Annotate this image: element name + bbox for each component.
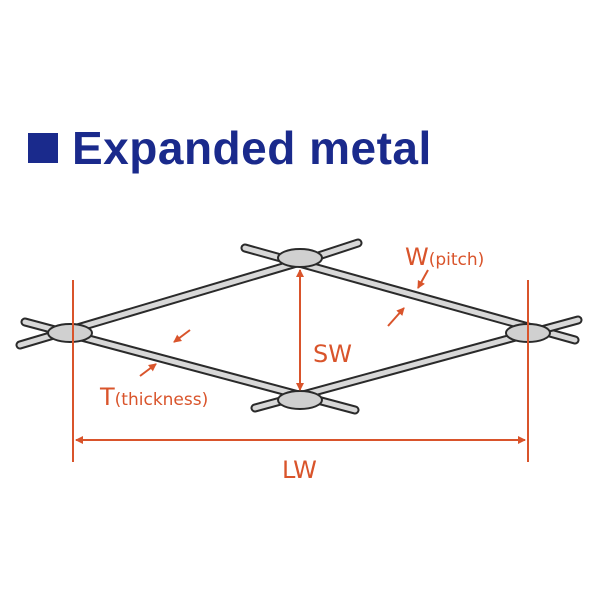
thickness-dimension: T(thickness) <box>99 329 208 411</box>
pitch-dimension: W(pitch) <box>387 243 484 327</box>
node-left <box>47 323 93 343</box>
square-bullet-icon <box>28 133 58 163</box>
lw-label: LW <box>282 456 317 484</box>
pitch-label: W(pitch) <box>405 243 484 271</box>
pitch-symbol: W <box>405 243 429 271</box>
pitch-arrow-outer <box>417 269 429 289</box>
thickness-arrow-outer <box>173 329 191 343</box>
sw-dimension: SW <box>296 269 352 391</box>
thickness-arrow-inner <box>139 363 157 377</box>
node-bottom <box>277 390 323 410</box>
diagram-title: Expanded metal <box>72 122 432 174</box>
node-top <box>277 248 323 268</box>
thickness-symbol: T <box>99 383 115 411</box>
thickness-label: T(thickness) <box>99 383 208 411</box>
diagram-title-block: Expanded metal <box>28 118 432 178</box>
pitch-arrow-inner <box>387 307 405 327</box>
pitch-note: (pitch) <box>429 250 485 270</box>
thickness-note: (thickness) <box>115 390 209 410</box>
sw-label: SW <box>313 340 352 368</box>
lw-dimension: LW <box>72 280 529 484</box>
